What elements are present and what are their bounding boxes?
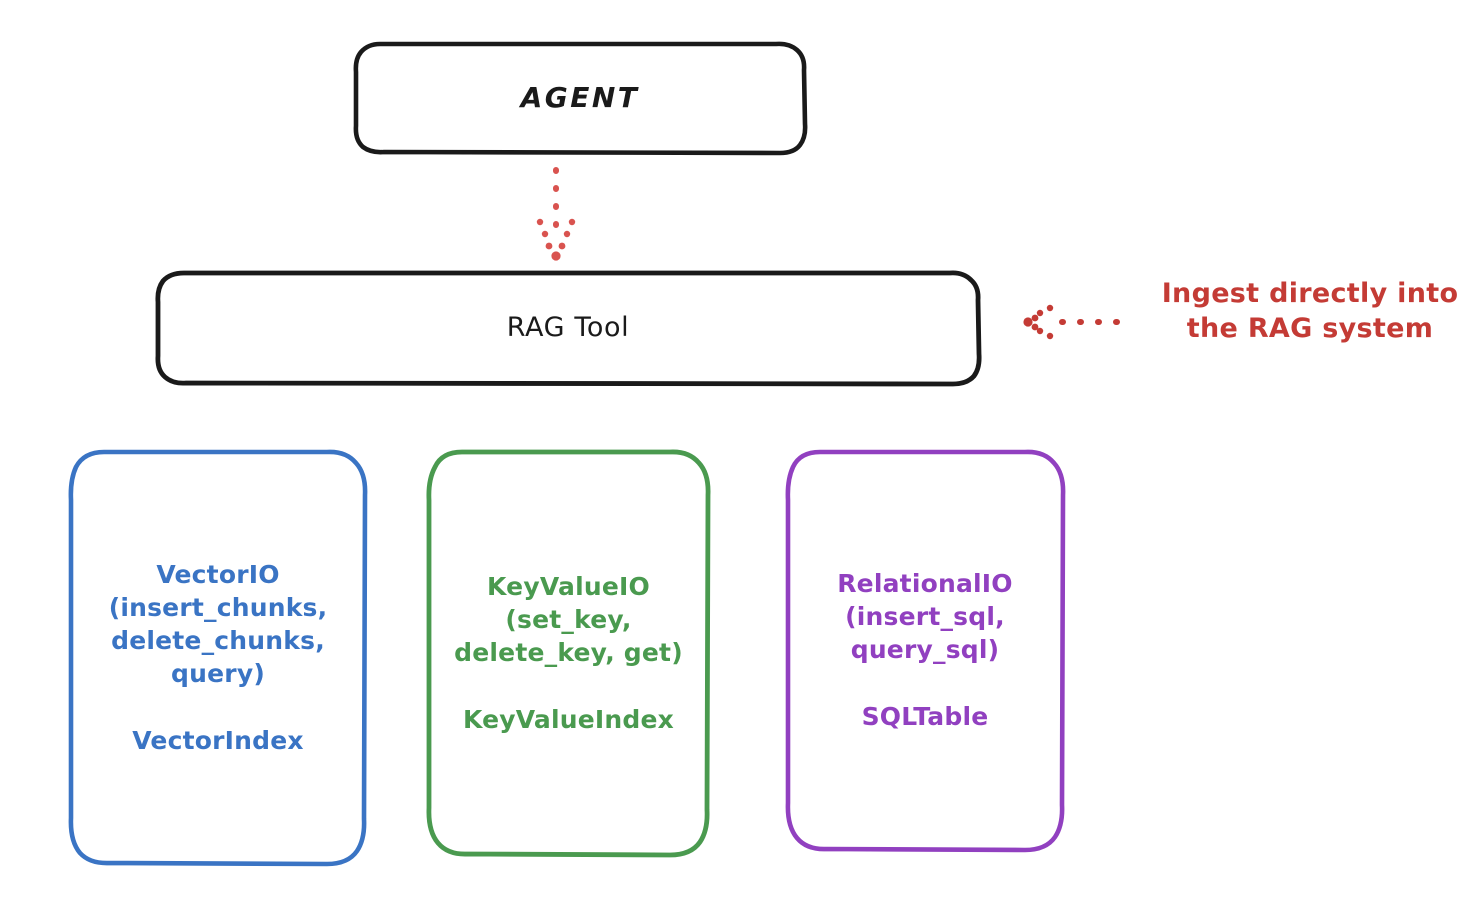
relational-io-text-block: RelationalIO (insert_sql, query_sql) SQL… — [837, 567, 1013, 733]
rag-tool-node-label: RAG Tool — [506, 311, 630, 343]
key-value-io-text-block: KeyValueIO (set_key, delete_key, get) Ke… — [454, 570, 683, 736]
agent-node[interactable]: AGENT — [355, 43, 805, 153]
edge-ingest-into-rag-tool — [1023, 304, 1131, 340]
agent-node-label: AGENT — [520, 80, 640, 114]
rag-tool-node[interactable]: RAG Tool — [157, 272, 979, 383]
relational-io-api-label: RelationalIO (insert_sql, query_sql) — [837, 569, 1013, 664]
edge-agent-to-rag-tool — [536, 167, 576, 261]
key-value-io-index-label: KeyValueIndex — [462, 704, 675, 734]
vector-io-api-label: VectorIO (insert_chunks, delete_chunks, … — [108, 560, 328, 688]
key-value-io-node[interactable]: KeyValueIO (set_key, delete_key, get) Ke… — [428, 450, 709, 855]
vector-io-text-block: VectorIO (insert_chunks, delete_chunks, … — [109, 558, 328, 757]
ingest-annotation-label: Ingest directly into the RAG system — [1161, 278, 1459, 344]
relational-io-index-label: SQLTable — [861, 702, 989, 731]
vector-io-index-label: VectorIndex — [132, 726, 304, 755]
relational-io-node[interactable]: RelationalIO (insert_sql, query_sql) SQL… — [787, 450, 1063, 850]
key-value-io-api-label: KeyValueIO (set_key, delete_key, get) — [454, 571, 683, 667]
vector-io-node[interactable]: VectorIO (insert_chunks, delete_chunks, … — [70, 450, 366, 865]
